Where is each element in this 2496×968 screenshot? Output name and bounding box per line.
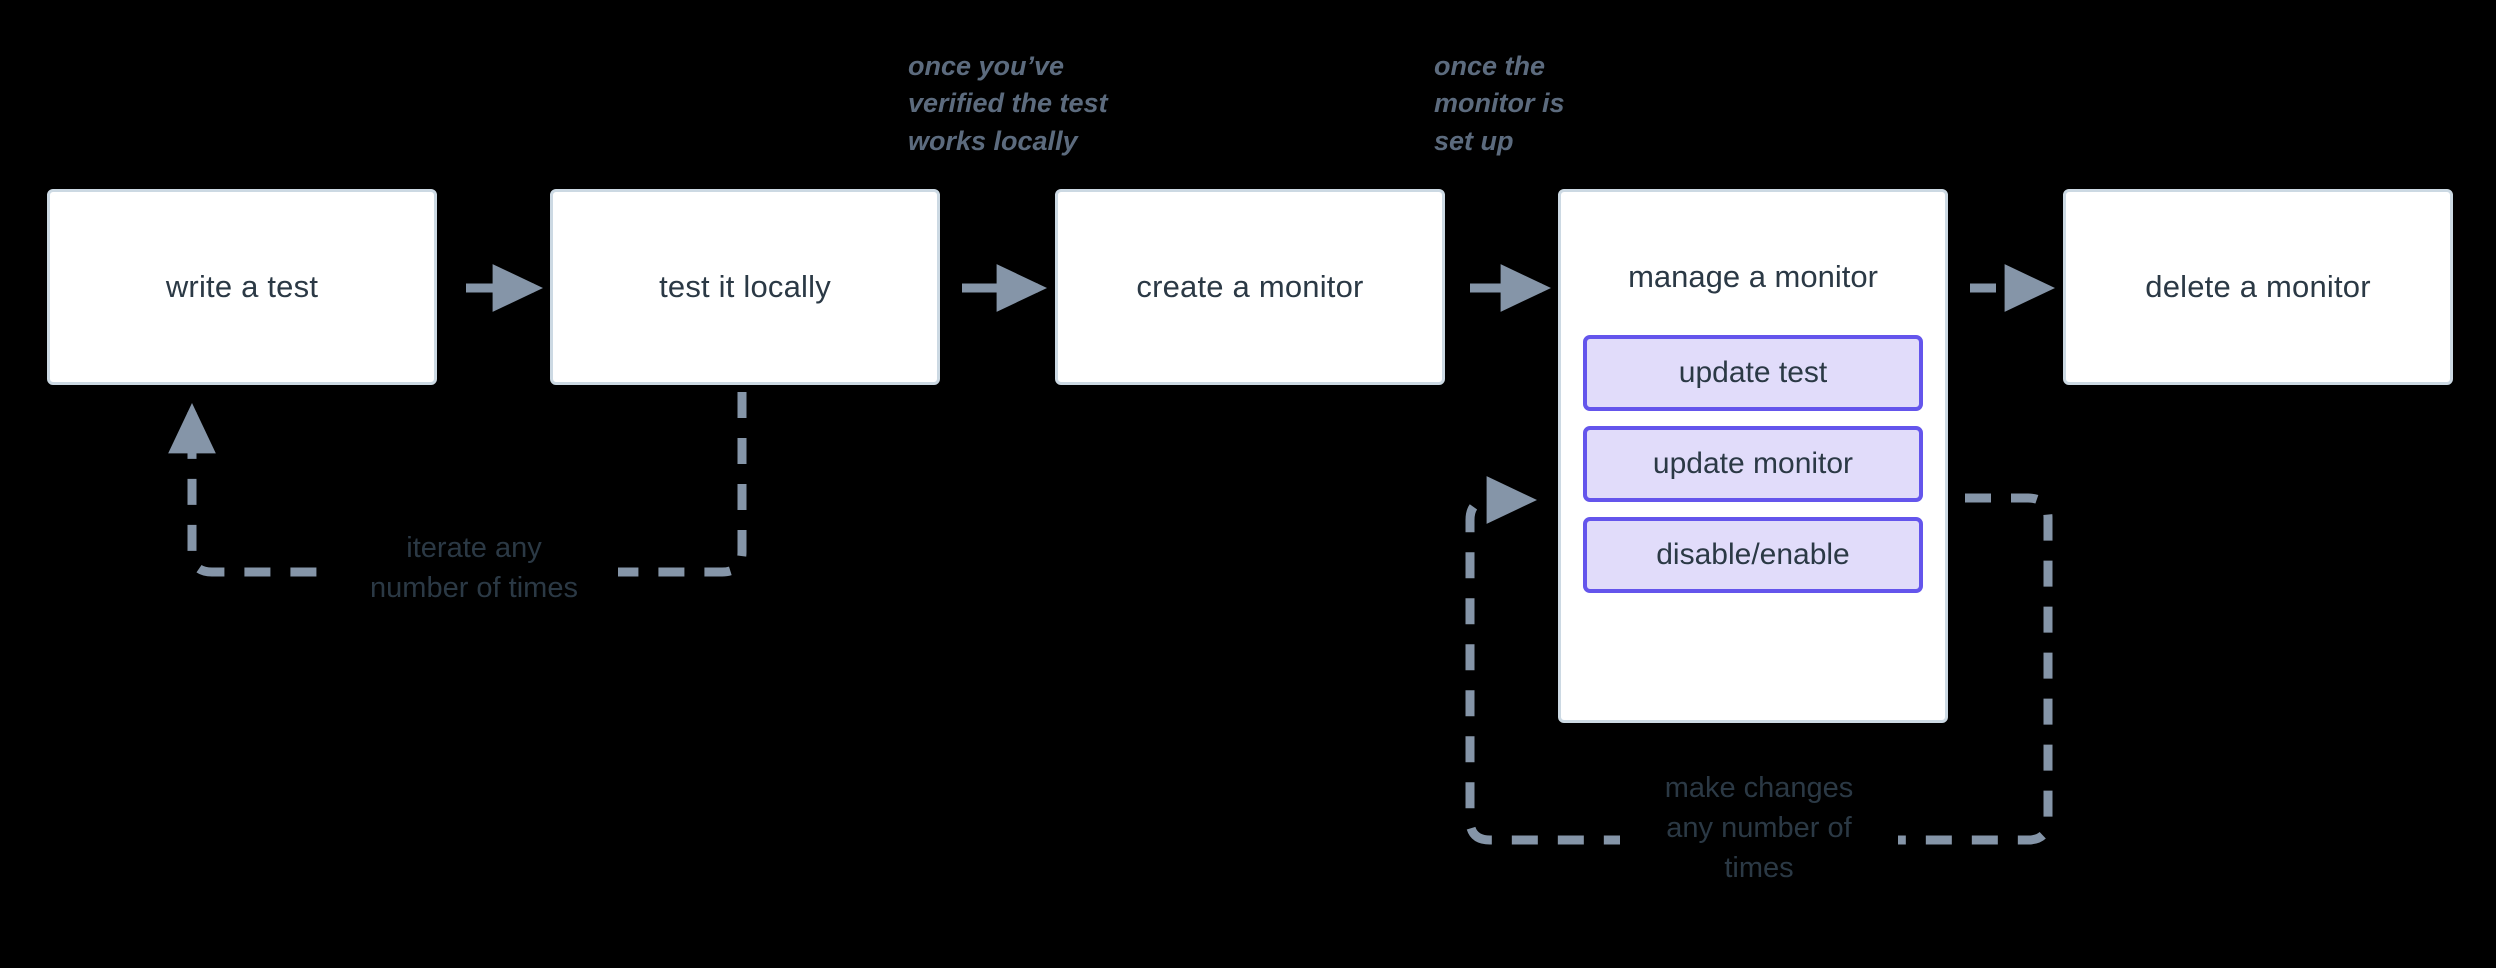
node-manage-a-monitor[interactable]: manage a monitor update test update moni… [1558, 189, 1948, 723]
node-label-delete-a-monitor: delete a monitor [2145, 269, 2371, 305]
subnode-label-update-monitor: update monitor [1652, 447, 1854, 481]
node-write-a-test[interactable]: write a test [47, 189, 437, 385]
node-label-create-a-monitor: create a monitor [1136, 269, 1364, 305]
node-label-write-a-test: write a test [165, 269, 319, 305]
edge-label-iterate: iterate any number of times [330, 528, 618, 609]
edge-label-make-changes: make changes any number of times [1620, 768, 1898, 889]
subnode-update-test[interactable]: update test [1583, 335, 1923, 412]
subnode-label-disable-enable: disable/enable [1656, 538, 1850, 572]
node-label-test-it-locally: test it locally [659, 269, 831, 305]
manage-monitor-actions: update test update monitor disable/enabl… [1561, 335, 1945, 594]
node-delete-a-monitor[interactable]: delete a monitor [2063, 189, 2453, 385]
subnode-update-monitor[interactable]: update monitor [1583, 426, 1923, 503]
node-test-it-locally[interactable]: test it locally [550, 189, 940, 385]
subnode-disable-enable[interactable]: disable/enable [1583, 517, 1923, 594]
subnode-label-update-test: update test [1678, 356, 1828, 390]
node-create-a-monitor[interactable]: create a monitor [1055, 189, 1445, 385]
annotation-once-monitor-set-up: once the monitor is set up [1434, 51, 1565, 156]
node-label-manage-a-monitor: manage a monitor [1628, 259, 1878, 294]
annotation-once-verified: once you’ve verified the test works loca… [908, 51, 1108, 156]
